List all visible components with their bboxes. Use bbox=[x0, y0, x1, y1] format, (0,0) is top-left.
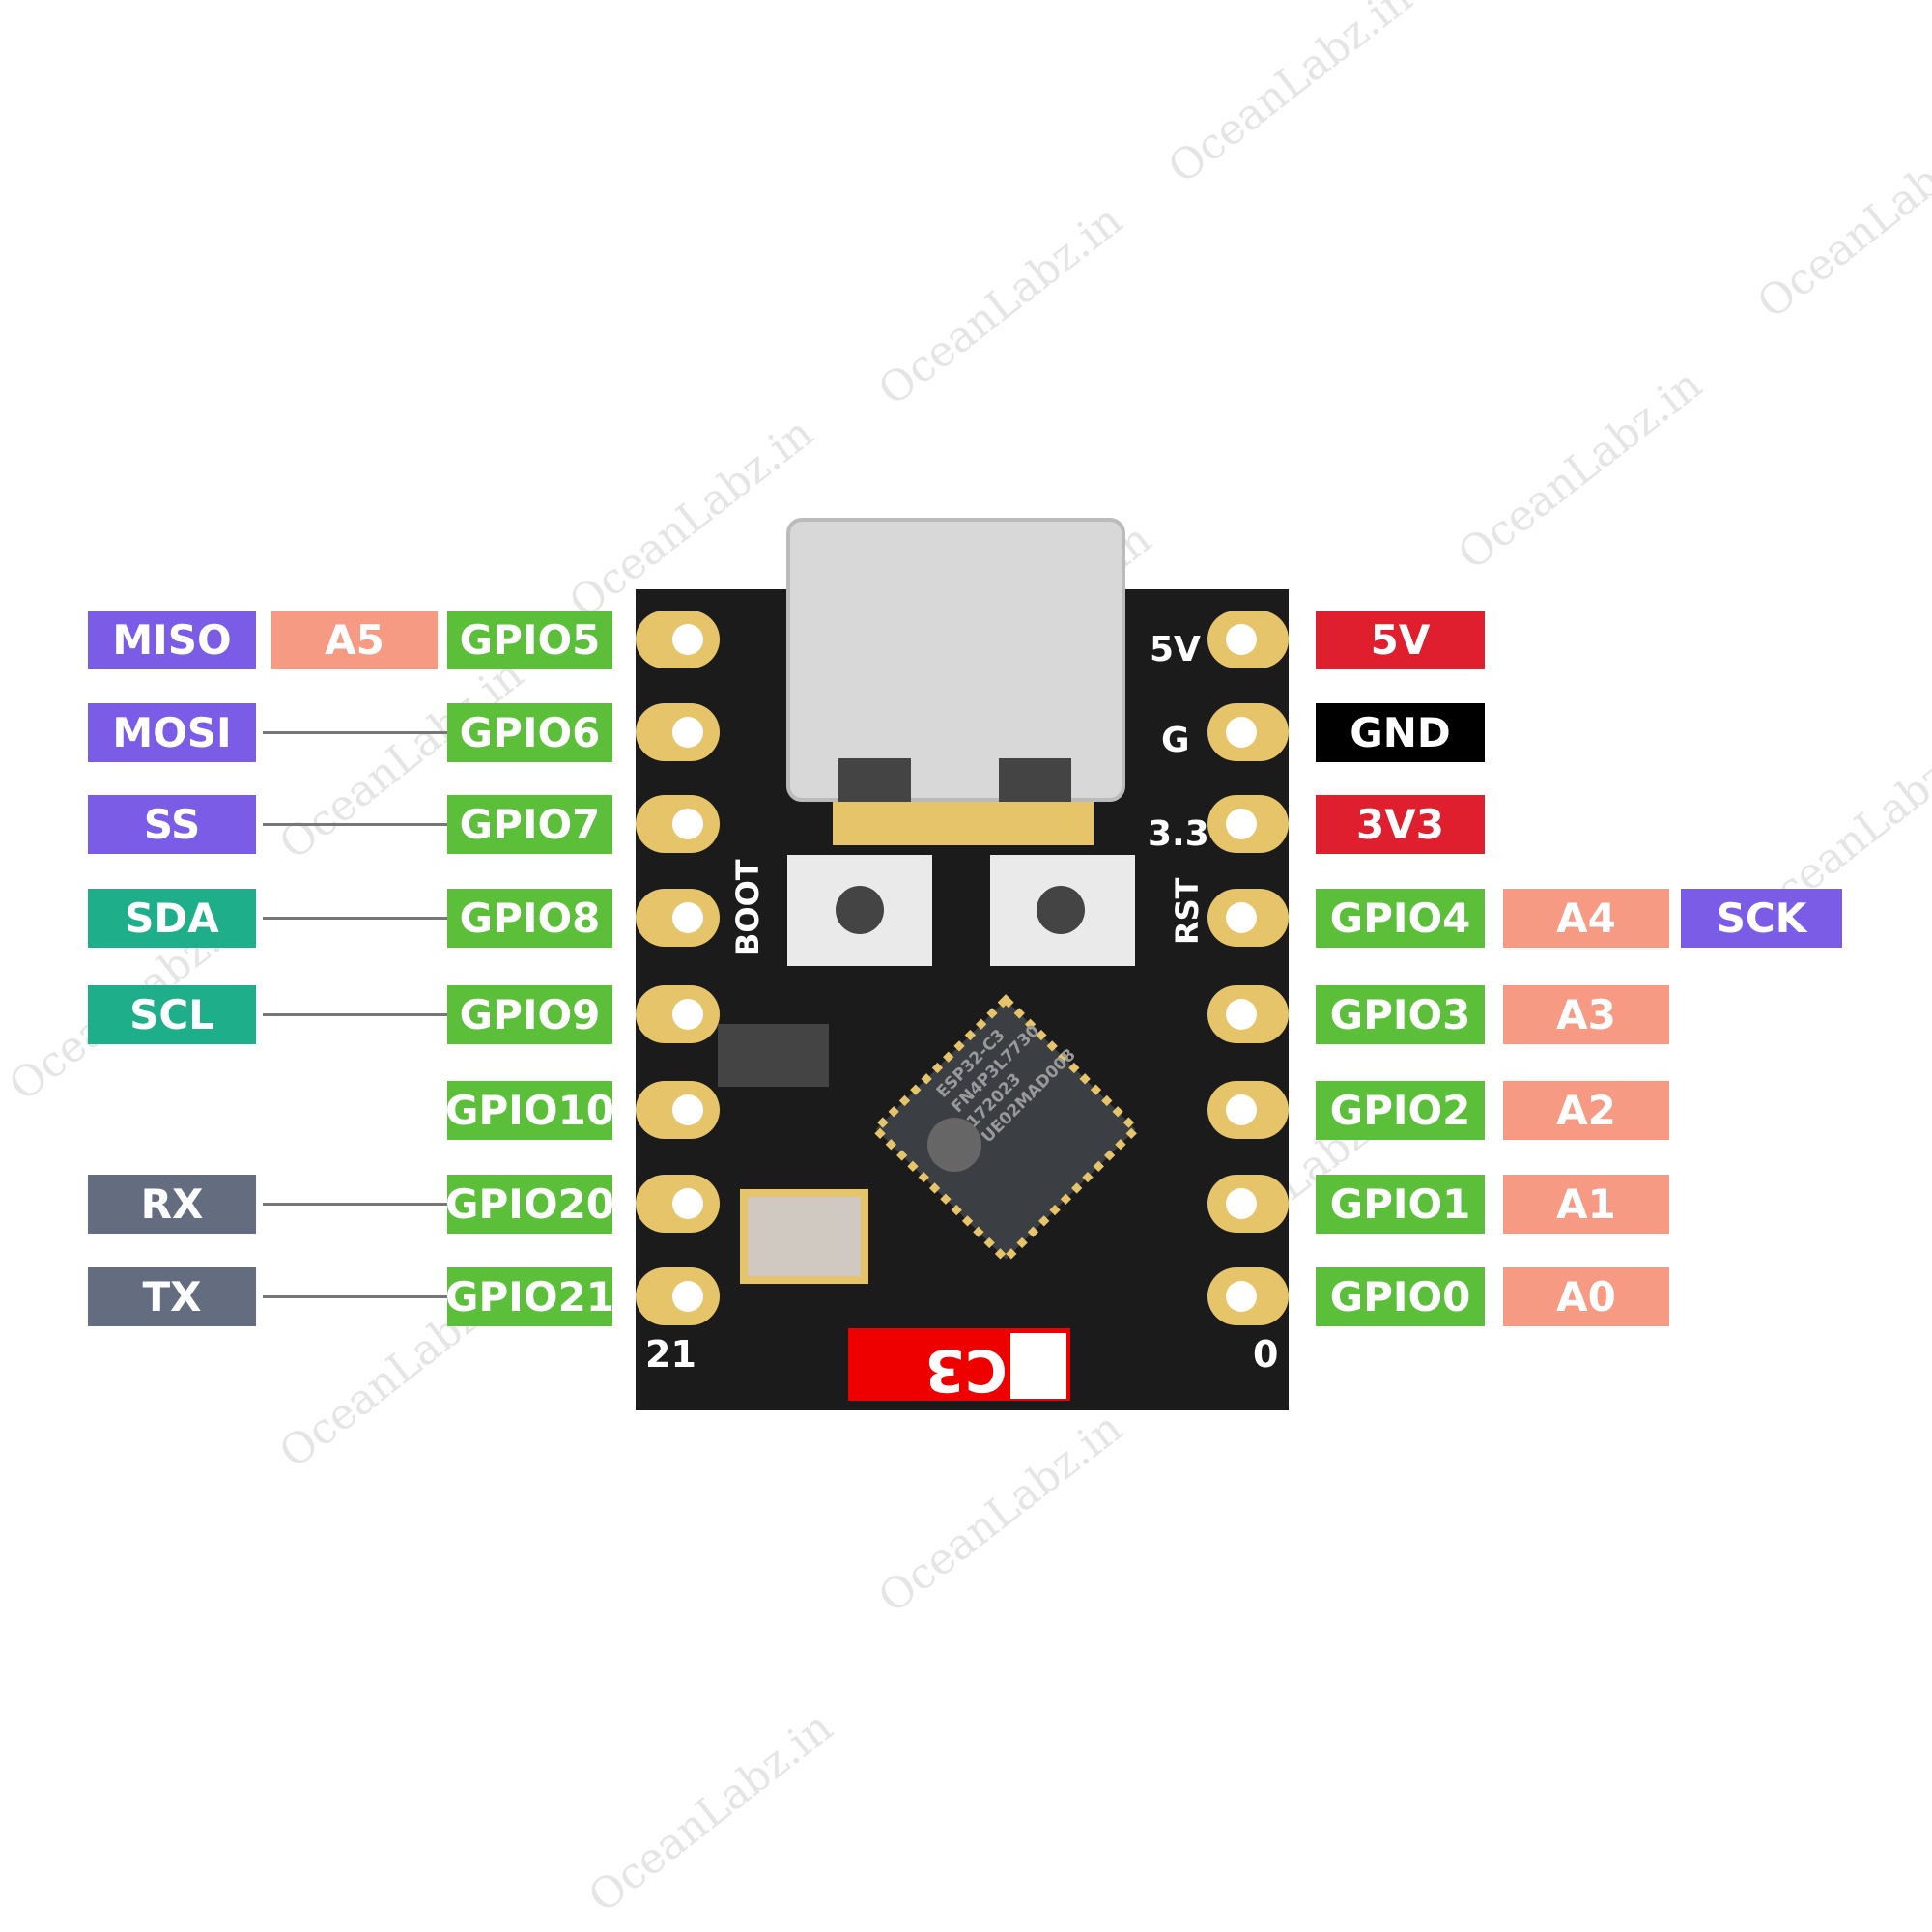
analog-label: A2 bbox=[1503, 1081, 1669, 1140]
gpio-label: GPIO9 bbox=[447, 985, 612, 1044]
pin-hole bbox=[672, 999, 703, 1030]
analog-label: A4 bbox=[1503, 889, 1669, 948]
silk-rst: RST bbox=[1169, 877, 1206, 945]
usb-c-connector bbox=[786, 518, 1125, 802]
silk-21: 21 bbox=[645, 1333, 696, 1376]
silk-boot: BOOT bbox=[729, 859, 766, 956]
analog-label: A0 bbox=[1503, 1267, 1669, 1326]
silk-0: 0 bbox=[1253, 1333, 1278, 1376]
regulator bbox=[718, 1024, 829, 1087]
pin-hole bbox=[672, 809, 703, 839]
analog-label: A3 bbox=[1503, 985, 1669, 1044]
pin-label: GPIO3 bbox=[1316, 985, 1485, 1044]
pin-hole bbox=[672, 1188, 703, 1219]
function-label: SCL bbox=[88, 985, 256, 1044]
pin-label: GPIO4 bbox=[1316, 889, 1485, 948]
silk-5v: 5V bbox=[1150, 630, 1201, 669]
pin-hole bbox=[1226, 1094, 1257, 1125]
pin-hole bbox=[672, 624, 703, 655]
function-label: SCK bbox=[1681, 889, 1842, 948]
pin-label: GPIO0 bbox=[1316, 1267, 1485, 1326]
function-label: MISO bbox=[88, 611, 256, 669]
pin-hole bbox=[1226, 1188, 1257, 1219]
pin-label: GND bbox=[1316, 703, 1485, 762]
connector-line bbox=[263, 1013, 447, 1016]
function-label: SS bbox=[88, 795, 256, 854]
connector-line bbox=[263, 823, 447, 826]
gpio-label: GPIO6 bbox=[447, 703, 612, 762]
analog-label: A5 bbox=[271, 611, 438, 669]
pin-hole bbox=[1226, 902, 1257, 933]
connector-line bbox=[263, 1295, 447, 1298]
gpio-label: GPIO7 bbox=[447, 795, 612, 854]
analog-label: A1 bbox=[1503, 1175, 1669, 1234]
esp32-chip bbox=[870, 994, 1142, 1265]
pin-label: 3V3 bbox=[1316, 795, 1485, 854]
function-label: RX bbox=[88, 1175, 256, 1234]
gpio-label: GPIO5 bbox=[447, 611, 612, 669]
pin-hole bbox=[672, 902, 703, 933]
pin-hole bbox=[672, 1094, 703, 1125]
crystal bbox=[740, 1189, 868, 1284]
gpio-label: GPIO20 bbox=[445, 1175, 614, 1234]
pin-hole bbox=[1226, 717, 1257, 748]
pin-label: GPIO1 bbox=[1316, 1175, 1485, 1234]
gpio-label: GPIO8 bbox=[447, 889, 612, 948]
connector-line bbox=[263, 1203, 447, 1206]
gpio-label: GPIO10 bbox=[445, 1081, 614, 1140]
usb-tab bbox=[999, 758, 1071, 802]
function-label: TX bbox=[88, 1267, 256, 1326]
usb-pins bbox=[833, 802, 1094, 845]
connector-line bbox=[263, 917, 447, 920]
pin-hole bbox=[672, 717, 703, 748]
espressif-logo bbox=[927, 1118, 981, 1172]
pin-label: 5V bbox=[1316, 611, 1485, 669]
function-label: MOSI bbox=[88, 703, 256, 762]
pin-label: GPIO2 bbox=[1316, 1081, 1485, 1140]
pin-hole bbox=[672, 1281, 703, 1312]
pin-hole bbox=[1226, 999, 1257, 1030]
gpio-label: GPIO21 bbox=[445, 1267, 614, 1326]
silk-3v3: 3.3 bbox=[1148, 814, 1209, 854]
connector-line bbox=[263, 731, 447, 734]
antenna-label: C3 bbox=[924, 1336, 1008, 1404]
usb-tab bbox=[838, 758, 911, 802]
function-label: SDA bbox=[88, 889, 256, 948]
silk-g: G bbox=[1161, 721, 1190, 760]
pin-hole bbox=[1226, 624, 1257, 655]
pin-hole bbox=[1226, 1281, 1257, 1312]
pin-hole bbox=[1226, 809, 1257, 839]
